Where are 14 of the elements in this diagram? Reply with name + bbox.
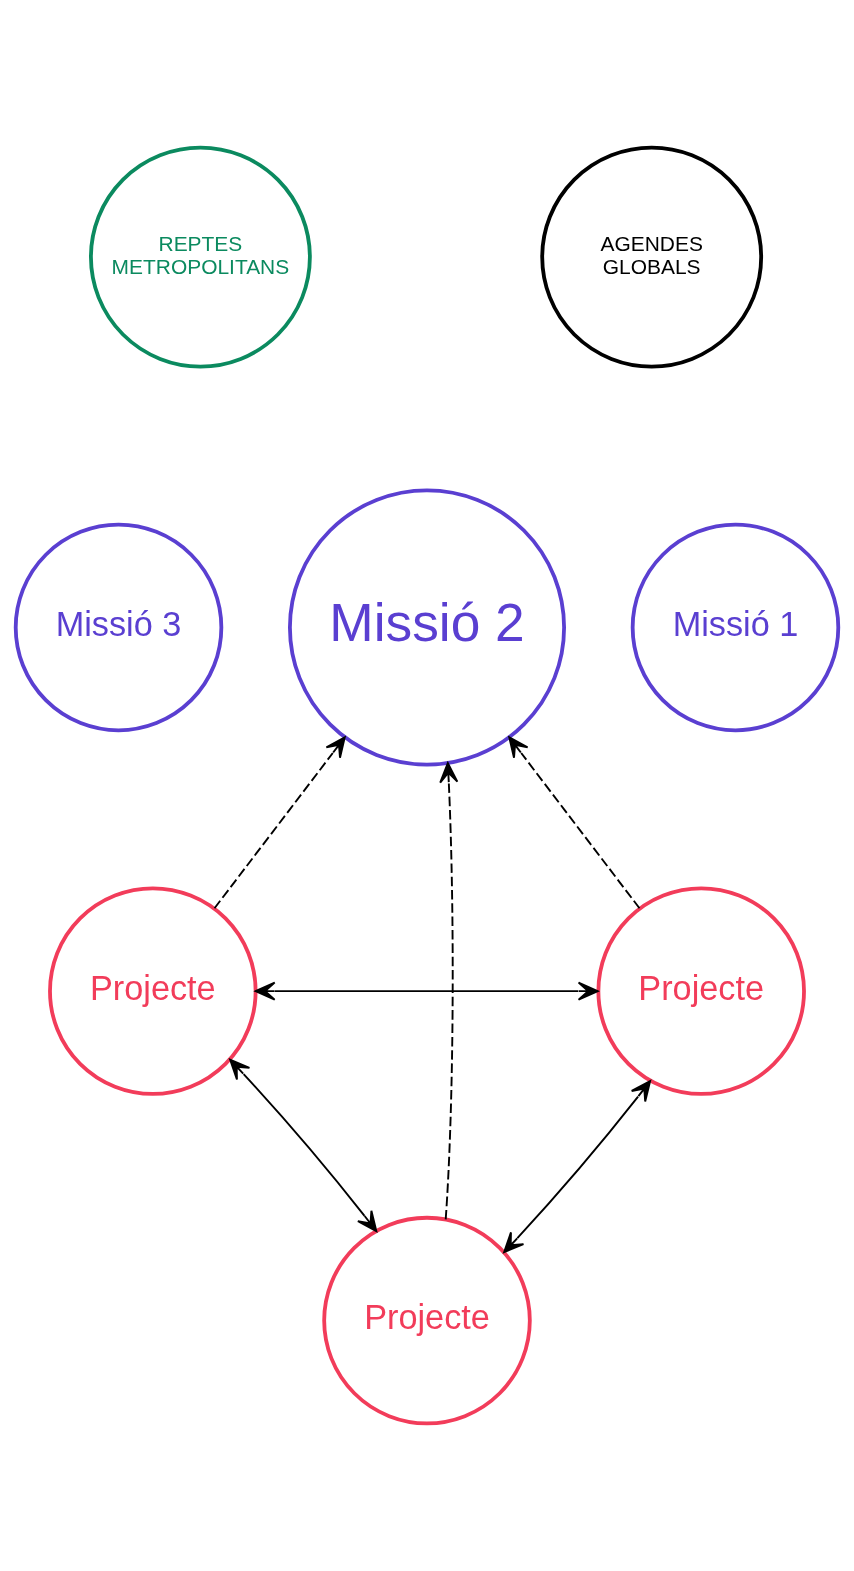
node-circle: Missió 2 — [288, 488, 566, 767]
node-circle: REPTES METROPOLITANS — [89, 145, 312, 369]
arrow — [254, 981, 599, 1001]
node-circle: Projecte — [48, 886, 258, 1096]
node-circle: Projecte — [596, 886, 806, 1096]
arrow — [508, 736, 641, 910]
node-circle: Missió 1 — [630, 522, 841, 733]
arrow — [503, 1080, 652, 1254]
node-circle: Missió 3 — [13, 522, 224, 733]
node-circle: Projecte — [322, 1215, 532, 1426]
arrow — [439, 762, 459, 1221]
arrow — [213, 736, 346, 910]
node-circle: AGENDES GLOBALS — [540, 145, 764, 369]
arrow — [229, 1058, 378, 1232]
